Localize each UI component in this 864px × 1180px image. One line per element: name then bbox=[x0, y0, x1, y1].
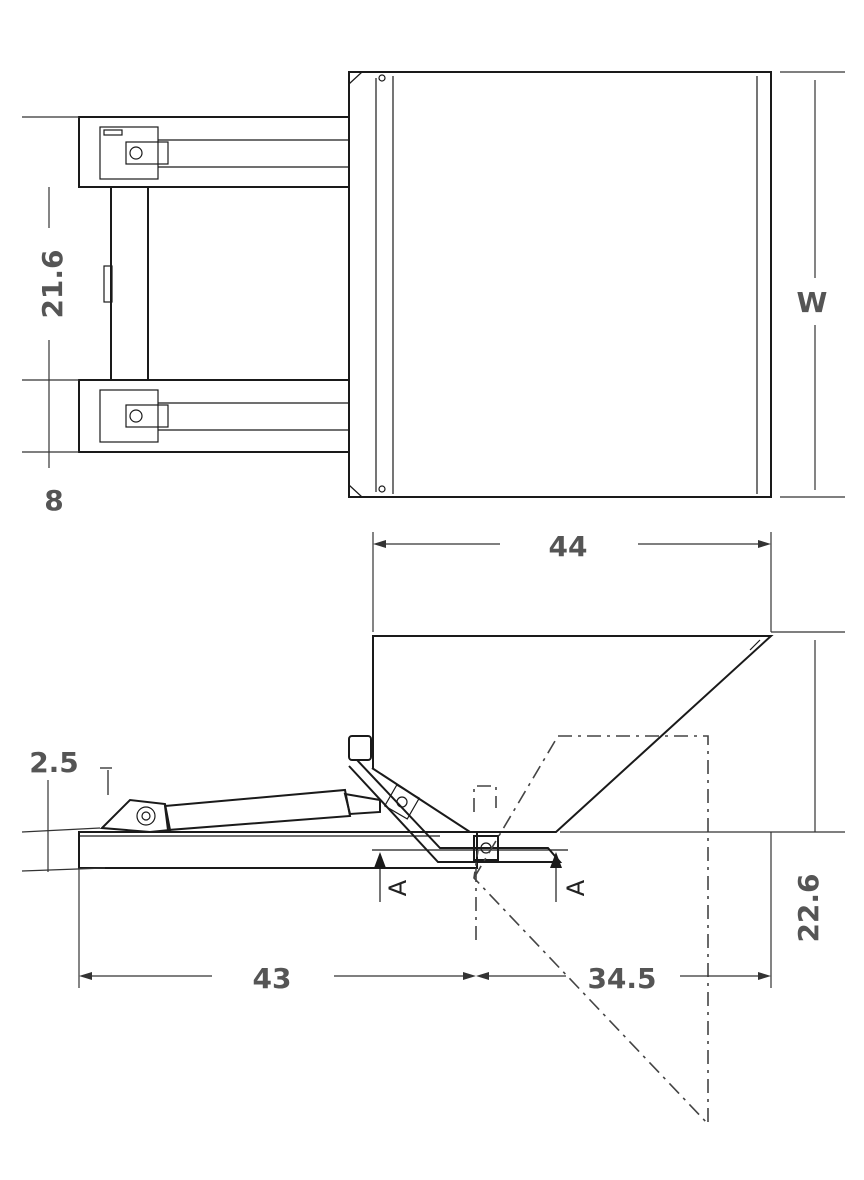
tipped-hopper-edge bbox=[473, 735, 559, 879]
latch-tab bbox=[103, 129, 123, 136]
hopper-side-outline bbox=[371, 635, 774, 833]
arrowhead bbox=[758, 540, 771, 548]
arrowhead bbox=[79, 972, 92, 980]
pivot-bracket bbox=[348, 759, 563, 863]
strut-rod bbox=[343, 792, 381, 816]
side-view: 44 2.5 A A bbox=[21, 530, 845, 1127]
bolt-icon bbox=[378, 74, 386, 82]
fork-latch-plate-upper bbox=[99, 126, 159, 180]
dim-ext-line bbox=[21, 827, 101, 833]
section-arrow-icon bbox=[550, 852, 562, 868]
dim-label-overall-width: W bbox=[797, 286, 828, 319]
cross-member-tab bbox=[103, 265, 113, 303]
hopper-outline bbox=[348, 71, 772, 498]
latch-knob-icon bbox=[129, 146, 143, 160]
section-arrow-icon bbox=[374, 852, 386, 868]
strut-mount bbox=[99, 798, 172, 834]
arrowhead bbox=[463, 972, 476, 980]
top-view: 21.6 8 W bbox=[22, 71, 845, 517]
fork-latch-plate-lower bbox=[99, 389, 159, 443]
pivot-pin-icon bbox=[396, 796, 408, 808]
strut-eye-pin bbox=[141, 811, 151, 821]
hopper-lip bbox=[749, 639, 761, 651]
tipped-hinge-outline bbox=[473, 785, 497, 812]
tipped-hopper-outline bbox=[473, 735, 709, 1127]
dim-label-length: 44 bbox=[549, 530, 588, 563]
dim-label-fork-width: 8 bbox=[44, 484, 63, 517]
dim-ext-line bbox=[21, 867, 106, 872]
stop-block bbox=[348, 735, 372, 761]
dim-label-fork-length: 43 bbox=[253, 962, 292, 995]
hopper-corner-tl bbox=[348, 71, 363, 85]
bolt-icon bbox=[378, 485, 386, 493]
section-mark-left: A bbox=[384, 879, 412, 896]
arrowhead bbox=[373, 540, 386, 548]
latch-pin-lower bbox=[125, 404, 169, 428]
dim-label-pivot-height: 2.5 bbox=[29, 746, 79, 779]
dim-label-hopper-depth: 34.5 bbox=[587, 962, 656, 995]
section-mark-right: A bbox=[562, 879, 590, 896]
dim-label-top-gap: 21.6 bbox=[36, 249, 69, 318]
latch-pin-upper bbox=[125, 141, 169, 165]
arrowhead bbox=[758, 972, 771, 980]
fork-pocket-lower bbox=[78, 379, 350, 453]
hinge-block bbox=[473, 835, 499, 861]
pivot-block bbox=[383, 784, 421, 820]
strut-eye-icon bbox=[136, 806, 156, 826]
hopper-corner-bl bbox=[348, 484, 363, 498]
dim-label-height: 22.6 bbox=[792, 873, 825, 942]
arrowhead bbox=[476, 972, 489, 980]
strut-cylinder bbox=[163, 788, 352, 832]
latch-knob-icon bbox=[129, 409, 143, 423]
fork-pocket-upper bbox=[78, 116, 350, 188]
